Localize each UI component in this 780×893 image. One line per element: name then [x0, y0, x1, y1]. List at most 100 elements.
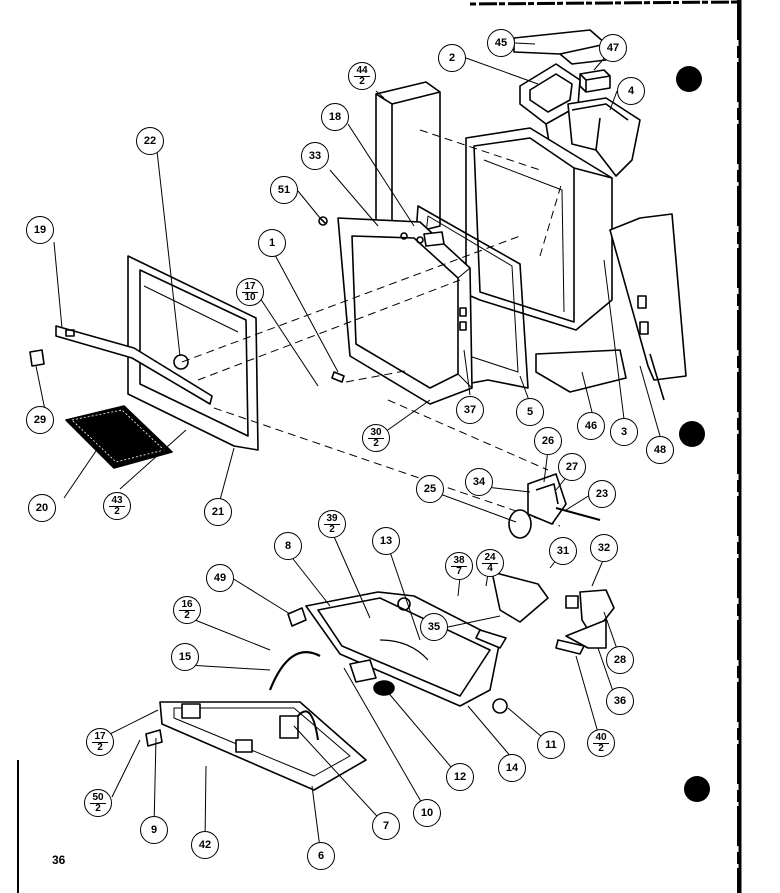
- callout-1: 1: [258, 229, 286, 257]
- part-45-top-channel: [513, 29, 607, 65]
- callout-numerator: 30: [368, 426, 384, 439]
- callout-denominator: 2: [95, 802, 101, 814]
- callout-47: 47: [599, 34, 627, 62]
- callout-28: 28: [606, 646, 634, 674]
- callout-numerator: 43: [109, 494, 125, 507]
- callout-37: 37: [456, 396, 484, 424]
- part-34-actuator: [527, 473, 601, 525]
- part-47-block: [579, 69, 611, 93]
- part-21-door-panel: [127, 255, 259, 451]
- callout-5: 5: [516, 398, 544, 426]
- callout-42: 42: [191, 831, 219, 859]
- part-22-button: [173, 354, 189, 370]
- callout-10: 10: [413, 799, 441, 827]
- part-33-inner-frame: [337, 217, 473, 405]
- callout-8: 8: [274, 532, 302, 560]
- part-35-lever: [475, 571, 549, 649]
- callout-2: 2: [438, 44, 466, 72]
- scan-right-edge: [737, 0, 780, 893]
- part-8-main-tray: [305, 591, 501, 707]
- callout-denominator: 10: [244, 291, 256, 303]
- part-6-front-bracket: [159, 701, 367, 791]
- callout-25: 25: [416, 475, 444, 503]
- callout-48: 48: [646, 436, 674, 464]
- part-19-trim-strip: [55, 325, 213, 405]
- part-3-housing-box: [465, 127, 613, 331]
- part-20-grille: [65, 405, 173, 469]
- callout-numerator: 39: [324, 512, 340, 525]
- callout-denominator: 2: [114, 505, 120, 517]
- callout-4: 4: [617, 77, 645, 105]
- callout-20: 20: [28, 494, 56, 522]
- callout-numerator: 38: [451, 554, 467, 567]
- callout-3: 3: [610, 418, 638, 446]
- part-15-wire: [268, 651, 321, 691]
- callout-numerator: 17: [242, 280, 258, 293]
- callout-51: 51: [270, 176, 298, 204]
- callout-27: 27: [558, 453, 586, 481]
- callout-15: 15: [171, 643, 199, 671]
- part-46-bottom-plate: [535, 349, 627, 393]
- callout-26: 26: [534, 427, 562, 455]
- callout-33: 33: [301, 142, 329, 170]
- callout-denominator: 4: [487, 562, 493, 574]
- callout-12: 12: [446, 763, 474, 791]
- callout-denominator: 2: [359, 75, 365, 87]
- callout-13: 13: [372, 527, 400, 555]
- part-48-side-panel: [609, 213, 687, 401]
- part-32-lever: [565, 589, 615, 637]
- callout-11: 11: [537, 731, 565, 759]
- page-number: 36: [52, 853, 66, 867]
- part-49-switch: [287, 607, 307, 627]
- callout-46: 46: [577, 412, 605, 440]
- registration-dots: [676, 66, 710, 802]
- callout-21: 21: [204, 498, 232, 526]
- part-25-disc: [508, 509, 532, 539]
- part-50-screw: [145, 729, 163, 747]
- callout-22: 22: [136, 127, 164, 155]
- callout-29: 29: [26, 406, 54, 434]
- callout-denominator: 2: [373, 437, 379, 449]
- part-18-latch: [423, 231, 445, 247]
- callout-denominator: 2: [97, 741, 103, 753]
- part-4-bracket: [567, 97, 641, 177]
- callout-49: 49: [206, 564, 234, 592]
- callout-numerator: 44: [354, 64, 370, 77]
- callout-6: 6: [307, 842, 335, 870]
- callout-23: 23: [588, 480, 616, 508]
- callout-36: 36: [606, 687, 634, 715]
- part-11-knob: [492, 698, 508, 714]
- top-edge-smudge: [469, 0, 741, 6]
- callout-9: 9: [140, 816, 168, 844]
- callout-34: 34: [465, 468, 493, 496]
- callout-numerator: 16: [179, 598, 195, 611]
- callout-35: 35: [420, 613, 448, 641]
- alignment-lines: [181, 129, 563, 527]
- callout-numerator: 24: [482, 551, 498, 564]
- callout-31: 31: [549, 537, 577, 565]
- part-12-motor: [349, 659, 395, 696]
- callout-numerator: 17: [92, 730, 108, 743]
- callout-numerator: 40: [593, 731, 609, 744]
- callout-numerator: 50: [90, 791, 106, 804]
- callout-denominator: 2: [184, 609, 190, 621]
- callout-denominator: 7: [456, 565, 462, 577]
- callout-32: 32: [590, 534, 618, 562]
- part-44-tall-duct: [375, 81, 441, 239]
- callout-denominator: 2: [598, 742, 604, 754]
- callout-18: 18: [321, 103, 349, 131]
- callout-19: 19: [26, 216, 54, 244]
- callout-7: 7: [372, 812, 400, 840]
- callout-denominator: 2: [329, 523, 335, 535]
